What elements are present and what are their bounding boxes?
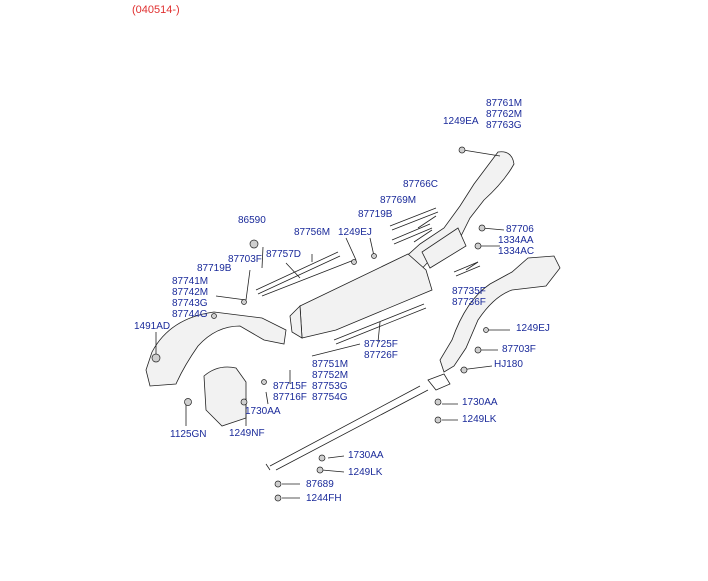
label-87689[interactable]: 87689 bbox=[306, 479, 334, 490]
clip-1334aa bbox=[474, 242, 482, 250]
clip-87706 bbox=[478, 224, 486, 232]
clip-87719b bbox=[371, 253, 377, 259]
label-87769m[interactable]: 87769M bbox=[380, 195, 417, 206]
clip-hj180 bbox=[460, 366, 468, 374]
label-87719b-right[interactable]: 87719B bbox=[358, 209, 393, 220]
label-1125gn[interactable]: 1125GN bbox=[170, 429, 207, 440]
clip-1249ea bbox=[458, 146, 466, 154]
label-87766c[interactable]: 87766C bbox=[403, 179, 439, 190]
label-1249ej-top[interactable]: 1249EJ bbox=[338, 227, 372, 238]
moulding-strip-87756m bbox=[255, 251, 341, 295]
label-1244fh[interactable]: 1244FH bbox=[306, 493, 342, 504]
label-87719b-left[interactable]: 87719B bbox=[197, 263, 232, 274]
screw-1249lk-b bbox=[316, 466, 324, 474]
moulding-strip-87725f bbox=[333, 303, 427, 345]
clip-1249ej-r bbox=[483, 327, 489, 333]
moulding-strip-87735f bbox=[453, 261, 481, 277]
screw-1249lk-r bbox=[434, 416, 442, 424]
bolt-1125gn bbox=[184, 398, 192, 406]
label-86590[interactable]: 86590 bbox=[238, 215, 266, 226]
label-1249nf[interactable]: 1249NF bbox=[229, 428, 265, 439]
side-sill-panel bbox=[299, 253, 433, 339]
label-1730aa-right[interactable]: 1730AA bbox=[462, 397, 498, 408]
clip-87715f bbox=[261, 379, 267, 385]
label-87757d[interactable]: 87757D bbox=[266, 249, 302, 260]
clip-87719b-l bbox=[211, 313, 217, 319]
side-step-rail bbox=[265, 385, 429, 471]
moulding-strip-87769m bbox=[391, 223, 433, 245]
rear-end-cap bbox=[421, 227, 467, 269]
label-1249ea[interactable]: 1249EA bbox=[443, 116, 479, 127]
clip-87703f bbox=[241, 299, 247, 305]
label-1249lk-right[interactable]: 1249LK bbox=[462, 414, 497, 425]
label-1730aa-left[interactable]: 1730AA bbox=[245, 406, 281, 417]
clip-87689 bbox=[274, 480, 282, 488]
label-1249ej-right[interactable]: 1249EJ bbox=[516, 323, 550, 334]
label-hj180[interactable]: HJ180 bbox=[494, 359, 523, 370]
date-code-header: (040514-) bbox=[132, 4, 180, 16]
moulding-strip-87766c bbox=[389, 207, 439, 231]
label-1249lk-bottom[interactable]: 1249LK bbox=[348, 467, 383, 478]
label-87706[interactable]: 87706 bbox=[506, 224, 534, 235]
label-87703f-left[interactable]: 87703F bbox=[228, 254, 262, 265]
clip-1249nf bbox=[240, 398, 248, 406]
side-step-rail-end bbox=[427, 373, 451, 391]
mud-guard bbox=[203, 366, 247, 427]
nut-1730aa-b bbox=[318, 454, 326, 462]
clip-87703f-r bbox=[474, 346, 482, 354]
label-1730aa-bottom[interactable]: 1730AA bbox=[348, 450, 384, 461]
rear-arch-garnish bbox=[439, 255, 561, 373]
label-1491ad[interactable]: 1491AD bbox=[134, 321, 171, 332]
moulding-strip-87757d bbox=[261, 259, 355, 297]
clip-1249ej bbox=[351, 259, 357, 265]
nut-1491ad bbox=[151, 353, 161, 363]
nut-1730aa-r bbox=[434, 398, 442, 406]
clip-86590 bbox=[249, 239, 259, 249]
label-87703f-right[interactable]: 87703F bbox=[502, 344, 536, 355]
screw-1244fh bbox=[274, 494, 282, 502]
front-fender-garnish bbox=[145, 311, 287, 387]
label-87756m[interactable]: 87756M bbox=[294, 227, 331, 238]
